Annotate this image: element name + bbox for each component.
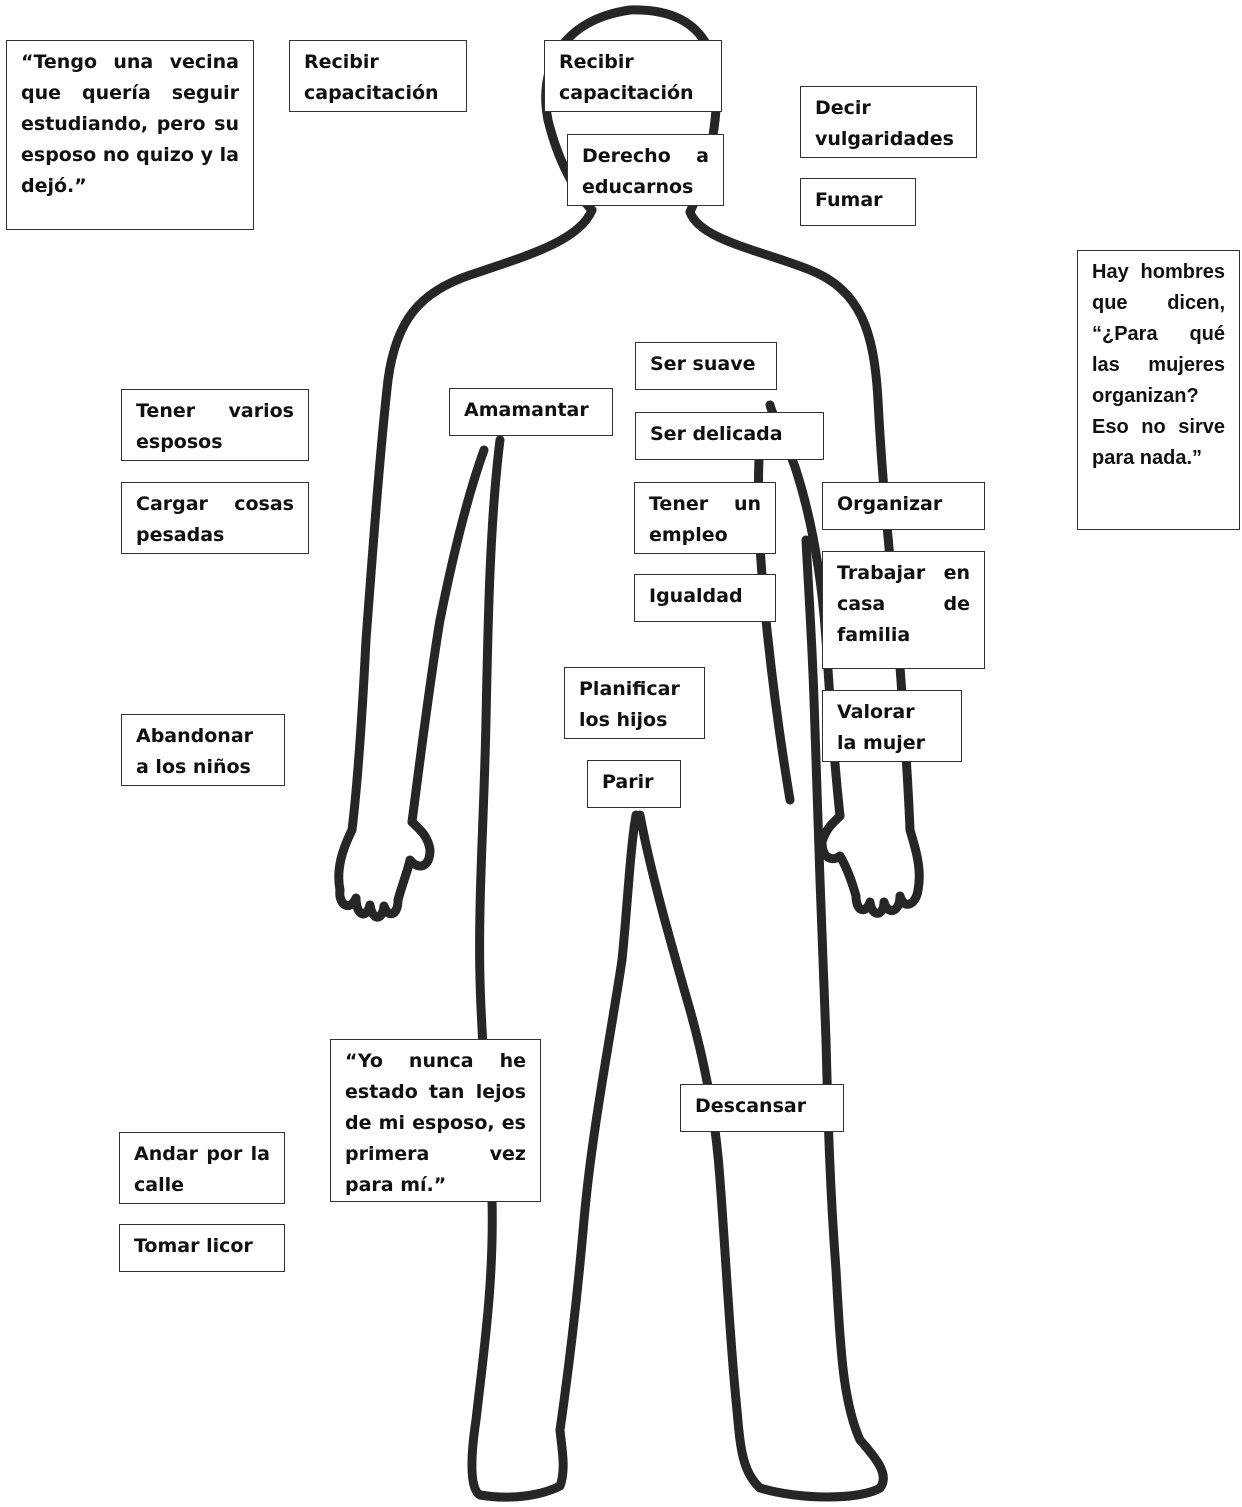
left-hand [335,817,435,922]
left-arm-outer [334,205,597,895]
label-andar-calle: Andar por la calle [119,1132,285,1204]
right-torso-side [801,535,831,1045]
label-fumar: Fumar [800,178,916,226]
label-decir-vulgaridades: Decir vulgaridades [800,86,977,158]
label-cargar-cosas-pesadas: Cargar cosas pesadas [121,482,309,554]
right-foot [731,1035,888,1502]
quote-vecina: “Tengo una vecina que quería seguir estu… [6,40,254,230]
label-ser-suave: Ser suave [635,342,777,390]
quote-esposo: “Yo nunca he estado tan lejos de mi espo… [330,1039,541,1202]
label-amamantar: Amamantar [449,388,613,436]
label-tener-un-empleo: Tener un empleo [634,482,776,554]
left-leg-outer [467,435,568,1502]
quote-hombres: Hay hombres que dicen, “¿Para qué las mu… [1077,250,1240,530]
right-hand [817,811,923,918]
label-organizar: Organizar [822,482,985,530]
label-ser-delicada: Ser delicada [635,412,824,460]
label-planificar-hijos: Planificar los hijos [564,667,705,739]
label-recibir-capacitacion-head: Recibir capacitación [544,40,722,112]
label-valorar-mujer: Valorar la mujer [822,690,962,762]
label-descansar: Descansar [680,1084,844,1132]
label-abandonar-ninos: Abandonar a los niños [121,714,285,786]
label-tomar-licor: Tomar licor [119,1224,285,1272]
left-arm-inner [407,445,489,827]
label-parir: Parir [587,760,681,808]
label-tener-varios-esposos: Tener varios esposos [121,389,309,461]
label-derecho-educarnos: Derecho a educarnos [567,134,724,206]
label-recibir-capacitacion-left: Recibir capacitación [289,40,467,112]
label-trabajar-casa-familia: Trabajar en casa de familia [822,551,985,669]
label-igualdad: Igualdad [634,574,776,622]
left-leg-inner [555,810,641,1435]
